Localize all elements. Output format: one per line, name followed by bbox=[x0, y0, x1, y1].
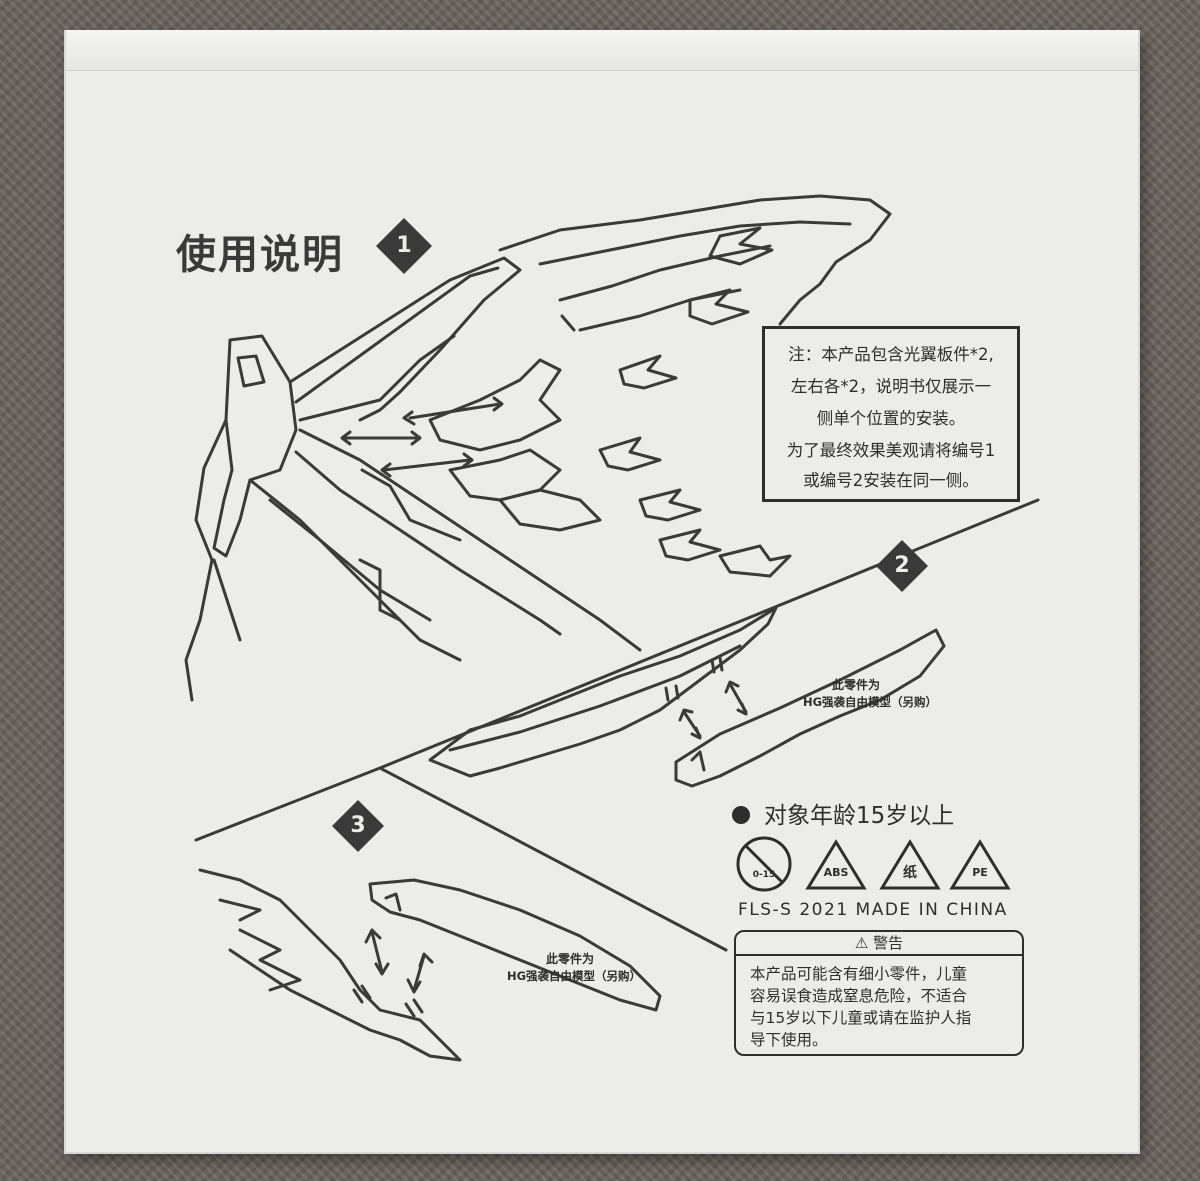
warning-icon: ⚠ bbox=[854, 934, 869, 952]
step2-part bbox=[674, 628, 946, 788]
step2-diamond bbox=[876, 540, 928, 592]
page-title: 使用说明 bbox=[176, 232, 344, 278]
part-note-b-line2: HG强袭自由模型（另购） bbox=[506, 969, 642, 983]
note-line: 或编号2安装在同一侧。 bbox=[803, 471, 979, 490]
step2-number: 2 bbox=[894, 553, 910, 578]
made-in-label: FLS-S 2021 MADE IN CHINA bbox=[738, 900, 1008, 920]
warning-line: 与15岁以下儿童或请在监护人指 bbox=[750, 1009, 972, 1027]
note-line: 为了最终效果美观请将编号1 bbox=[786, 441, 996, 460]
age-bullet bbox=[732, 806, 750, 824]
age-label: 对象年龄15岁以上 bbox=[764, 803, 955, 829]
paper-label: 纸 bbox=[903, 865, 917, 881]
age-symbol-label: 0-15 bbox=[752, 870, 776, 880]
divider-line-3 bbox=[194, 766, 728, 952]
step3-part bbox=[368, 878, 662, 1012]
box-lid-edge bbox=[66, 30, 1138, 71]
step3-diamond bbox=[332, 800, 384, 852]
mech-torso bbox=[212, 334, 298, 558]
note-line: 侧单个位置的安装。 bbox=[816, 409, 966, 428]
step3-wing bbox=[198, 868, 462, 1062]
step3-number: 3 bbox=[350, 813, 366, 838]
warning-line: 导下使用。 bbox=[750, 1031, 828, 1049]
note-box: 注：本产品包含光翼板件*2, 左右各*2，说明书仅展示一 侧单个位置的安装。 为… bbox=[762, 326, 1020, 502]
step1-diamond bbox=[376, 218, 432, 274]
part-note-b-line1: 此零件为 bbox=[545, 952, 594, 966]
pe-label: PE bbox=[972, 866, 988, 879]
abs-triangle bbox=[805, 839, 867, 890]
warning-line: 容易误食造成窒息危险，不适合 bbox=[750, 987, 968, 1005]
paper-triangle bbox=[879, 839, 941, 890]
abs-label: ABS bbox=[823, 866, 849, 879]
part-note-a-line1: 此零件为 bbox=[831, 678, 880, 692]
note-line: 注：本产品包含光翼板件*2, bbox=[788, 345, 994, 364]
warning-header-text: 警告 bbox=[873, 934, 904, 952]
pe-triangle bbox=[949, 839, 1011, 890]
warning-line: 本产品可能含有细小零件，儿童 bbox=[750, 965, 968, 983]
warning-header: ⚠ 警告 bbox=[736, 932, 1022, 956]
age-warning-circle bbox=[736, 836, 792, 892]
part-note-a-line2: HG强袭自由模型（另购） bbox=[802, 695, 938, 709]
warning-box: ⚠ 警告 本产品可能含有细小零件，儿童 容易误食造成窒息危险，不适合 与15岁以… bbox=[734, 930, 1024, 1056]
step1-number: 1 bbox=[396, 233, 412, 258]
note-line: 左右各*2，说明书仅展示一 bbox=[790, 377, 992, 396]
instruction-box bbox=[66, 32, 1138, 1152]
step2-wing bbox=[428, 606, 778, 778]
